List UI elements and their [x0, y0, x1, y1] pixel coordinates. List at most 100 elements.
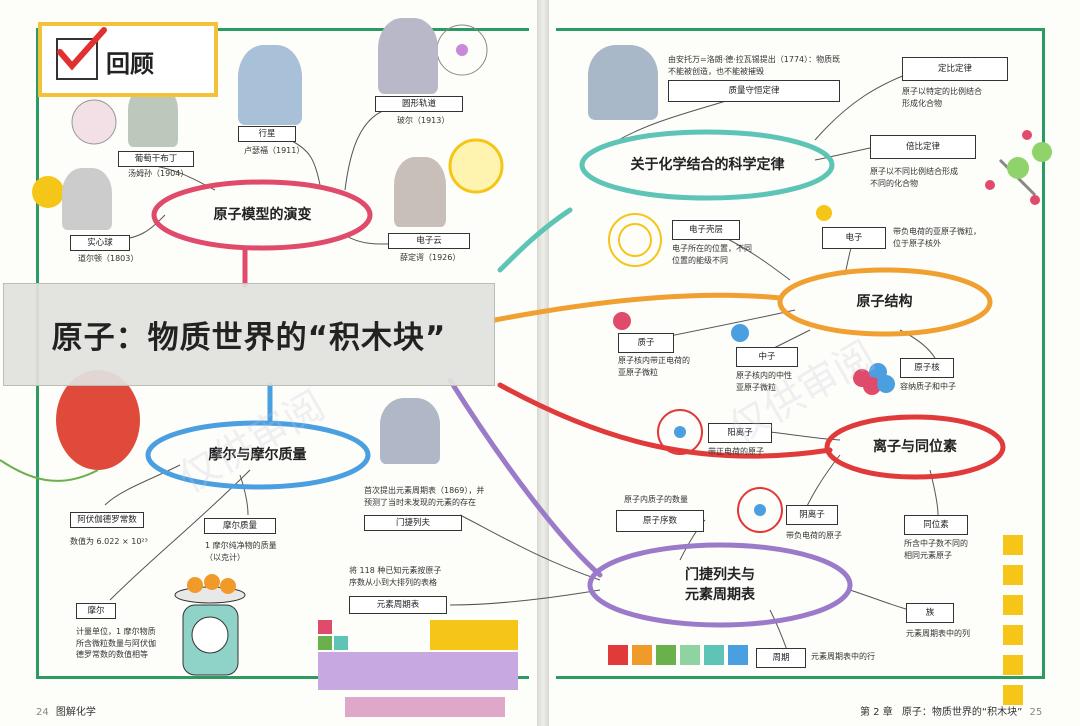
footer-right: 第 2 章 原子：物质世界的“积木块” 25: [860, 703, 1042, 718]
page-number-right: 25: [1029, 707, 1043, 718]
checkbox-icon: [56, 27, 107, 80]
caption-solid-sphere: 道尔顿（1803）: [78, 254, 139, 263]
caption-periodic-table-2: 序数从小到大排列的表格: [349, 577, 437, 587]
electron-icon: [816, 205, 832, 221]
title-banner: 原子：物质世界的“积木块”: [3, 283, 495, 386]
arc-structure: [492, 292, 783, 323]
box-planet: 行星: [238, 126, 296, 142]
caption-neutron-1: 原子核内的中性: [736, 371, 792, 380]
hub-periodic-line2: 元素周期表: [685, 587, 755, 603]
caption-mole: 计量单位，1 摩尔物质 所含微粒数量与阿伏伽 德罗常数的数值相等: [76, 626, 156, 661]
caption-periodic-table-1: 将 118 种已知元素按原子: [349, 566, 442, 575]
box-periodic-table: 元素周期表: [349, 596, 447, 614]
connector-period: [769, 609, 788, 651]
box-electron: 电子: [822, 227, 886, 249]
connector-group: [849, 589, 911, 611]
book-gutter: [537, 0, 549, 726]
caption-anion: 带负电荷的原子: [786, 531, 842, 540]
connector-orbit: [344, 109, 386, 191]
caption-proton: 原子核内带正电荷的 亚原子微粒: [618, 355, 690, 378]
caption-multiple-2: 不同的化合物: [870, 178, 918, 188]
hub-laws: 关于化学结合的科学定律: [630, 156, 785, 173]
lavoisier-portrait: [588, 45, 658, 120]
connector-definite: [814, 74, 906, 141]
nucleus-illustration: [853, 363, 895, 395]
box-neutron: 中子: [736, 347, 798, 367]
rutherford-portrait: [238, 45, 302, 125]
box-period: 周期: [756, 648, 806, 668]
box-group: 族: [906, 603, 954, 623]
hub-structure: 原子结构: [856, 293, 913, 310]
caption-molar-mass: 1 摩尔纯净物的质量 （以克计）: [205, 540, 277, 563]
caption-shell-1: 电子所在的位置，不同: [672, 244, 752, 253]
caption-molar-mass-2: （以克计）: [205, 552, 245, 562]
arc-ions: [497, 382, 833, 459]
balloon-illustration: [0, 370, 140, 482]
caption-shell-2: 位置的能级不同: [672, 255, 728, 265]
caption-conservation: 由安托万=洛朗·德·拉瓦锡提出（1774）：物质既 不能被创造，也不能被摧毁: [668, 54, 840, 77]
caption-molar-mass-1: 1 摩尔纯净物的质量: [205, 541, 277, 550]
schrodinger-portrait: [394, 157, 446, 227]
oval-structure: [777, 267, 993, 337]
caption-cation: 带正电荷的原子: [708, 447, 764, 456]
right-frame: [556, 28, 1045, 679]
caption-electron-shell: 电子所在的位置，不同 位置的能级不同: [672, 243, 752, 266]
box-cation: 阳离子: [708, 423, 772, 443]
oval-mole: [145, 420, 371, 490]
caption-mole-1: 计量单位，1 摩尔物质: [76, 627, 156, 636]
connector-table: [449, 589, 601, 606]
review-tag: 回顾: [38, 22, 218, 97]
plum-pudding-illustration: [71, 99, 117, 145]
group-color-blocks: [1003, 535, 1023, 705]
oval-periodic: [587, 542, 853, 628]
caption-definite-proportions: 原子以特定的比例结合 形成化合物: [902, 86, 982, 109]
caption-neutron-2: 亚原子微粒: [736, 382, 776, 392]
box-isotope: 同位素: [904, 515, 968, 535]
hub-atomic-model: 原子模型的演变: [213, 206, 312, 223]
mendeleev-portrait: [380, 398, 440, 464]
periodic-table-illustration: [318, 620, 518, 717]
box-mendeleev: 门捷列夫: [364, 515, 462, 531]
bohr-atom-illustration: [436, 24, 488, 76]
caption-isotope: 所含中子数不同的 相同元素原子: [904, 538, 968, 561]
caption-periodic-table: 将 118 种已知元素按原子 序数从小到大排列的表格: [349, 565, 441, 588]
molecule-illustration: [985, 130, 1052, 205]
caption-electron-1: 带负电荷的亚原子微粒，: [893, 227, 981, 236]
period-color-blocks: [608, 645, 748, 665]
yellow-ball-illustration: [32, 176, 64, 208]
box-nucleus: 原子核: [900, 358, 954, 378]
caption-isotope-1: 所含中子数不同的: [904, 539, 968, 548]
box-proton: 质子: [618, 333, 674, 353]
footer-left-title: 图解化学: [55, 707, 96, 718]
scale-illustration: [174, 574, 246, 676]
caption-mendeleev-1: 首次提出元素周期表（1869），并: [364, 486, 485, 495]
connector-avogadro: [104, 464, 181, 506]
box-definite-proportions: 定比定律: [902, 57, 1008, 81]
caption-planet: 卢瑟福（1911）: [244, 146, 305, 155]
hub-periodic-line1: 门捷列夫与: [685, 567, 755, 584]
caption-proton-1: 原子核内带正电荷的: [618, 356, 690, 365]
neutron-icon: [731, 324, 749, 342]
footer-right-title: 原子：物质世界的“积木块”: [901, 707, 1023, 718]
caption-mendeleev-2: 预测了当时未发现的元素的存在: [364, 497, 476, 507]
anion-illustration: [737, 487, 783, 533]
box-electron-shell: 电子壳层: [672, 220, 740, 240]
dalton-portrait: [62, 168, 112, 230]
banner-title: 原子：物质世界的“积木块”: [51, 320, 447, 356]
caption-definite-2: 形成化合物: [902, 98, 942, 108]
arc-periodic: [447, 377, 603, 578]
caption-mendeleev: 首次提出元素周期表（1869），并 预测了当时未发现的元素的存在: [364, 485, 484, 508]
connector-anion: [804, 454, 841, 511]
box-electron-cloud: 电子云: [388, 233, 470, 249]
review-label: 回顾: [106, 50, 154, 78]
box-mole: 摩尔: [76, 603, 116, 619]
caption-mole-2: 所含微粒数量与阿伏伽: [76, 638, 156, 648]
caption-atomic-number: 原子内质子的数量: [624, 495, 688, 504]
hub-ions: 离子与同位素: [873, 438, 957, 455]
box-conservation: 质量守恒定律: [668, 80, 840, 102]
caption-plum-pudding: 汤姆孙（1904）: [128, 169, 189, 178]
caption-isotope-2: 相同元素原子: [904, 550, 952, 560]
caption-mole-3: 德罗常数的数值相等: [76, 650, 148, 660]
caption-orbit: 玻尔（1913）: [397, 116, 450, 125]
connector-mendeleev: [459, 514, 601, 581]
